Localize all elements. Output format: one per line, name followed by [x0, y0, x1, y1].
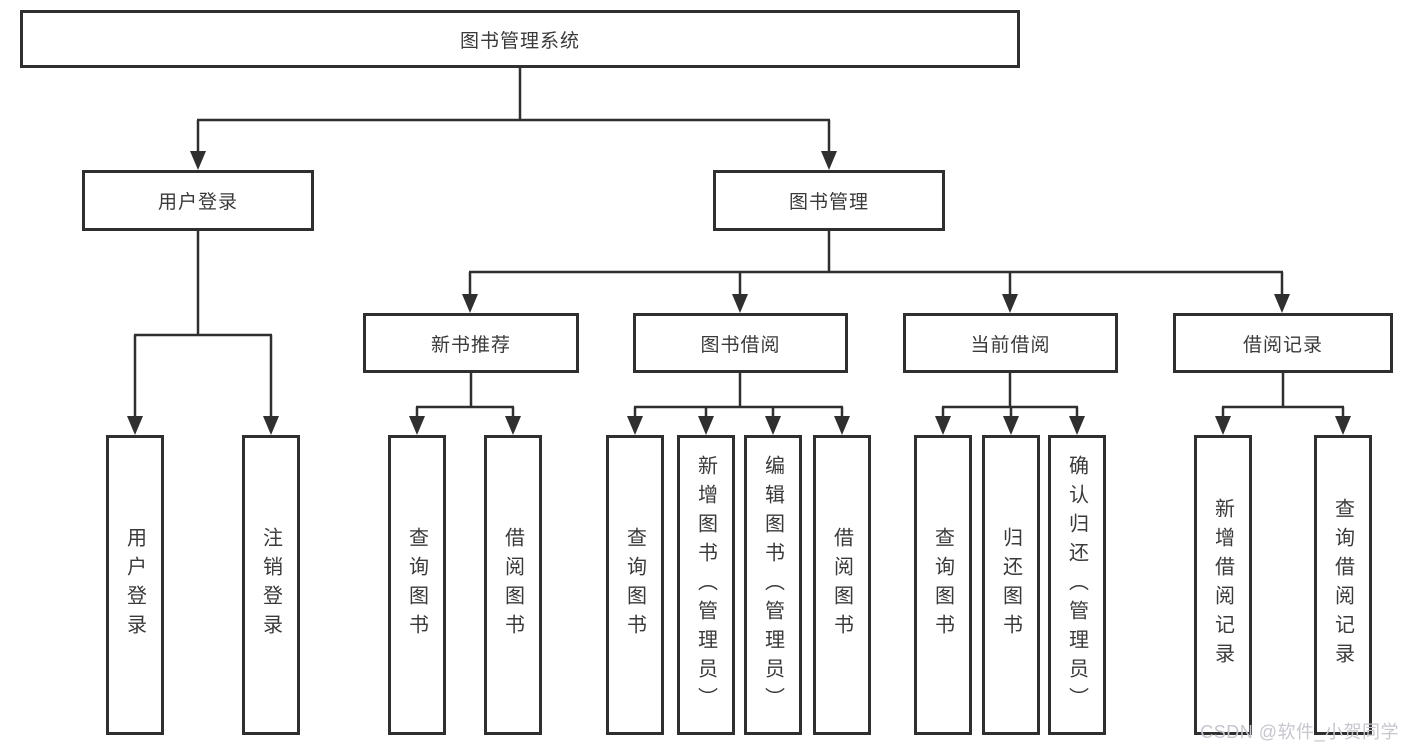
- arrow-down-icon: [834, 416, 850, 435]
- arrow-down-icon: [505, 416, 521, 435]
- arrow-down-icon: [698, 416, 714, 435]
- leaf-query-books-recommend: 查询图书: [388, 435, 446, 735]
- node-book-borrowing: 图书借阅: [633, 313, 848, 373]
- node-label: 用户登录: [123, 527, 146, 643]
- leaf-confirm-return-admin: 确认归还（管理员）: [1048, 435, 1106, 735]
- arrow-down-icon: [190, 151, 206, 170]
- node-label: 查询图书: [623, 527, 646, 643]
- arrow-down-icon: [627, 416, 643, 435]
- leaf-query-books-current: 查询图书: [914, 435, 972, 735]
- arrow-down-icon: [935, 416, 951, 435]
- leaf-logout: 注销登录: [242, 435, 300, 735]
- connector-paths: [133, 68, 1345, 419]
- arrow-down-icon: [1002, 294, 1018, 313]
- arrow-down-icon: [409, 416, 425, 435]
- node-label: 借阅图书: [501, 527, 524, 643]
- leaf-borrow-books-recommend: 借阅图书: [484, 435, 542, 735]
- node-label: 新书推荐: [430, 334, 511, 356]
- node-label: 借阅记录: [1242, 334, 1323, 356]
- leaf-add-books-admin: 新增图书（管理员）: [677, 435, 735, 735]
- node-label: 注销登录: [259, 527, 282, 643]
- node-label: 新增借阅记录: [1211, 498, 1234, 672]
- arrow-down-icon: [127, 416, 143, 435]
- node-label: 图书管理系统: [459, 30, 580, 52]
- arrow-down-icon: [821, 151, 837, 170]
- node-library-management-system: 图书管理系统: [20, 10, 1020, 68]
- node-label: 当前借阅: [970, 334, 1051, 356]
- node-borrowing-records: 借阅记录: [1173, 313, 1393, 373]
- node-label: 编辑图书（管理员）: [761, 454, 784, 716]
- arrow-down-icon: [1215, 416, 1231, 435]
- node-label: 用户登录: [157, 192, 238, 213]
- node-label: 归还图书: [999, 527, 1022, 643]
- arrow-down-icon: [1003, 416, 1019, 435]
- node-label: 确认归还（管理员）: [1065, 454, 1088, 716]
- node-new-book-recommendation: 新书推荐: [363, 313, 579, 373]
- arrow-down-icon: [1069, 416, 1085, 435]
- leaf-user-login: 用户登录: [106, 435, 164, 735]
- leaf-query-borrow-record: 查询借阅记录: [1314, 435, 1372, 735]
- node-book-management: 图书管理: [713, 170, 945, 231]
- leaf-borrow-books: 借阅图书: [813, 435, 871, 735]
- node-label: 图书管理: [788, 192, 869, 213]
- node-label: 查询图书: [405, 527, 428, 643]
- leaf-add-borrow-record: 新增借阅记录: [1194, 435, 1252, 735]
- leaf-return-books: 归还图书: [982, 435, 1040, 735]
- arrow-down-icon: [1335, 416, 1351, 435]
- arrow-down-icon: [263, 416, 279, 435]
- leaf-edit-books-admin: 编辑图书（管理员）: [744, 435, 802, 735]
- node-label: 查询图书: [931, 527, 954, 643]
- node-current-borrowing: 当前借阅: [903, 313, 1118, 373]
- leaf-query-books-borrowing: 查询图书: [606, 435, 664, 735]
- node-label: 查询借阅记录: [1331, 498, 1354, 672]
- arrow-down-icon: [732, 294, 748, 313]
- node-label: 借阅图书: [830, 527, 853, 643]
- arrow-down-icon: [1274, 294, 1290, 313]
- arrow-down-icon: [765, 416, 781, 435]
- arrow-down-icon: [462, 294, 478, 313]
- node-label: 图书借阅: [700, 334, 781, 356]
- node-user-login: 用户登录: [82, 170, 314, 231]
- arrowheads-group: [127, 151, 1351, 435]
- node-label: 新增图书（管理员）: [694, 454, 717, 716]
